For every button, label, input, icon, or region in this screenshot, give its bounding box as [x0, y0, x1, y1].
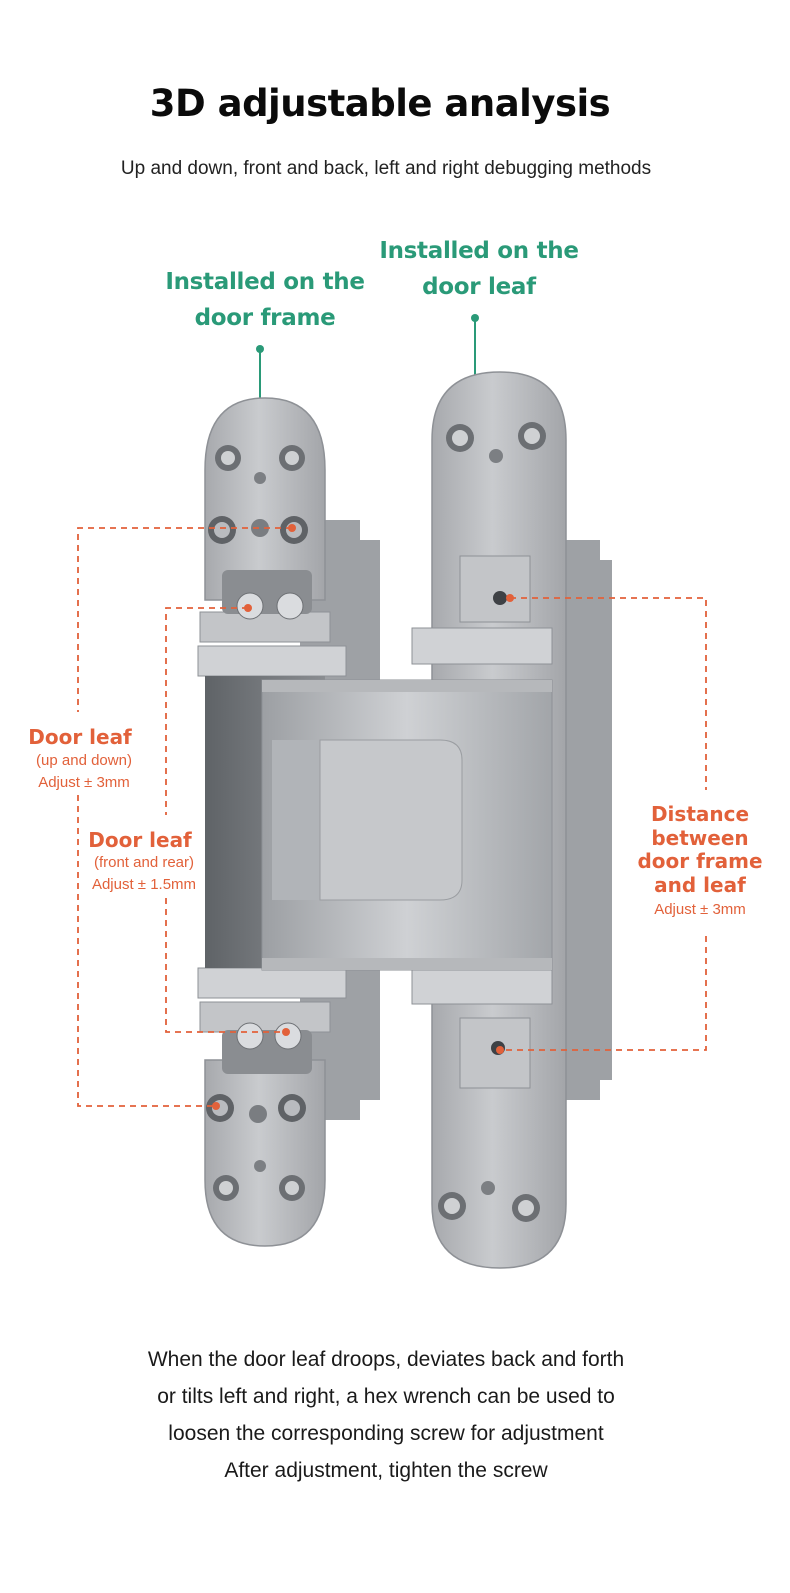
door-leaf-label-line2: door leaf [422, 274, 536, 300]
updown-adjust: Adjust ± 3mm [38, 774, 130, 791]
frontrear-callout [165, 607, 286, 1033]
updown-callout [77, 527, 292, 1107]
footer-line-4: After adjustment, tighten the screw [224, 1459, 548, 1482]
distance-callout [500, 597, 707, 1051]
page-title: 3D adjustable analysis [149, 82, 611, 125]
frontrear-adjust: Adjust ± 1.5mm [91, 876, 197, 893]
frontrear-title: Door leaf [88, 828, 192, 852]
updown-title: Door leaf [28, 725, 132, 749]
footer-line-1: When the door leaf droops, deviates back… [147, 1348, 625, 1371]
door-frame-label-line1: Installed on the [165, 269, 365, 295]
distance-title-line3: door frame [637, 849, 763, 873]
hinge-diagram [77, 314, 707, 1269]
door-leaf-label-line1: Installed on the [379, 238, 579, 264]
updown-subtitle: (up and down) [36, 752, 132, 769]
distance-title: Distance between door frame and leaf [636, 802, 764, 897]
footer-line-3: loosen the corresponding screw for adjus… [168, 1422, 604, 1445]
frontrear-subtitle: (front and rear) [93, 854, 195, 871]
distance-title-line4: and leaf [654, 872, 746, 897]
door-frame-label: Installed on the door frame [160, 264, 370, 336]
door-frame-label-line2: door frame [194, 305, 336, 331]
distance-adjust: Adjust ± 3mm [654, 901, 746, 918]
door-leaf-label: Installed on the door leaf [374, 233, 584, 305]
adjust-screw-markers [212, 524, 514, 1110]
page-subtitle: Up and down, front and back, left and ri… [120, 158, 652, 179]
footer-line-2: or tilts left and right, a hex wrench ca… [157, 1385, 615, 1408]
leaf-plate [411, 371, 612, 1269]
hinge-knuckle [261, 679, 553, 971]
distance-title-line2: between [651, 825, 749, 850]
distance-title-line1: Distance [650, 802, 750, 826]
